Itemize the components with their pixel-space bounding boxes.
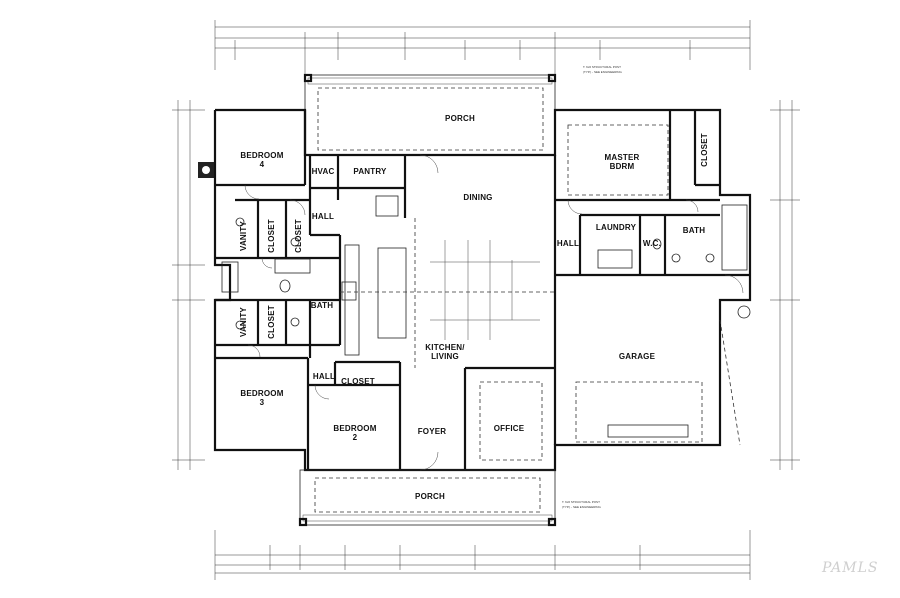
label-bedroom-3: BEDROOM (240, 389, 283, 398)
label-closet-c: CLOSET (267, 305, 276, 339)
label-bedroom-4: BEDROOM (240, 151, 283, 160)
post-note-top-line2: (TYP.) - SEE ENGINEERING (583, 70, 622, 74)
label-pantry: PANTRY (353, 167, 387, 176)
label-bath-mid: BATH (311, 301, 333, 310)
label-bath-master: BATH (683, 226, 705, 235)
label-garage: GARAGE (619, 352, 656, 361)
post-note-bottom-line1: T. 6x6 STRUCTURAL POST (562, 500, 600, 504)
post-note-top-line1: T. 6x6 STRUCTURAL POST (583, 65, 621, 69)
label-living: LIVING (431, 352, 459, 361)
label-wc: W.C. (643, 239, 661, 248)
front-porch (298, 469, 557, 527)
label-foyer: FOYER (418, 427, 447, 436)
hvac-unit-icon (198, 162, 214, 178)
label-bedroom-3-num: 3 (260, 398, 265, 407)
master-outline (567, 124, 669, 196)
bottom-dimensions (214, 530, 751, 580)
label-vanity-lower: VANITY (239, 307, 248, 337)
label-hall-right: HALL (557, 239, 579, 248)
label-bedroom-2-num: 2 (353, 433, 358, 442)
interior-walls (215, 110, 750, 470)
label-vanity-upper: VANITY (239, 221, 248, 251)
post-note-top: T. 6x6 STRUCTURAL POST (TYP.) - SEE ENGI… (583, 65, 622, 74)
office-outline (479, 381, 543, 461)
label-closet-a: CLOSET (267, 219, 276, 253)
kitchen-fixtures (340, 195, 555, 368)
label-closet-d: CLOSET (341, 377, 375, 386)
rear-porch (303, 73, 557, 156)
garage-details (575, 319, 741, 446)
label-kitchen: KITCHEN/ (425, 343, 465, 352)
door-swings (244, 154, 751, 471)
label-closet-b: CLOSET (294, 219, 303, 253)
post-note-bottom-line2: (TYP.) - SEE ENGINEERING (562, 505, 601, 509)
top-dimensions (214, 20, 751, 75)
label-master-bdrm: BDRM (610, 162, 635, 171)
label-bedroom-2: BEDROOM (333, 424, 376, 433)
watermark-logo: PAMLS (822, 560, 879, 576)
label-porch-front: PORCH (415, 492, 445, 501)
label-hall-lower: HALL (313, 372, 335, 381)
label-office: OFFICE (494, 424, 525, 433)
label-master: MASTER (605, 153, 640, 162)
label-laundry: LAUNDRY (596, 223, 637, 232)
label-closet-master: CLOSET (700, 133, 709, 167)
label-bedroom-4-num: 4 (260, 160, 265, 169)
label-dining: DINING (463, 193, 492, 202)
post-note-bottom: T. 6x6 STRUCTURAL POST (TYP.) - SEE ENGI… (562, 500, 601, 509)
label-hvac: HVAC (312, 167, 335, 176)
label-porch-rear: PORCH (445, 114, 475, 123)
label-hall-left: HALL (312, 212, 334, 221)
side-dimensions (172, 100, 800, 470)
bath-fixtures (221, 204, 748, 330)
room-labels: PORCH BEDROOM 4 HVAC PANTRY MASTER BDRM … (239, 114, 709, 501)
